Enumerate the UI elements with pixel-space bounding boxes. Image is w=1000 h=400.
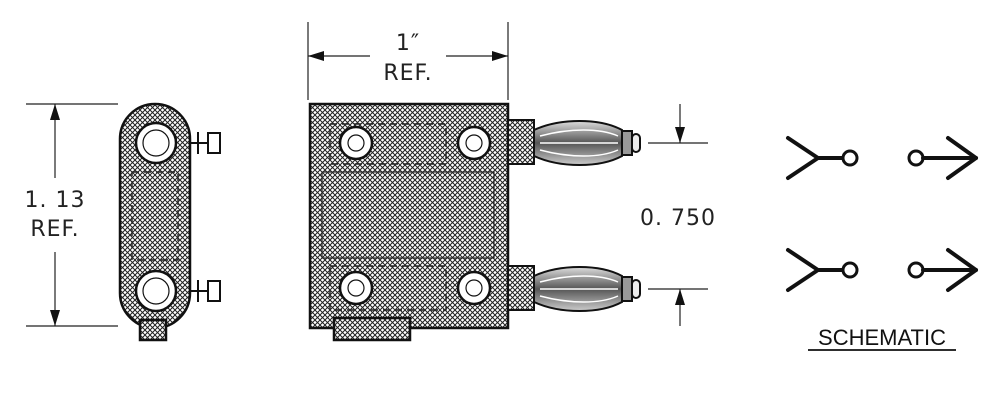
banana-plug-bottom — [507, 265, 641, 312]
side-view-hidden-outline — [131, 171, 179, 261]
front-view-hidden-bottom — [329, 265, 447, 311]
width-dimension-ref: REF. — [383, 61, 432, 86]
side-view: 1. 13 REF. — [25, 102, 221, 342]
front-view-center-panel — [321, 171, 495, 259]
height-dimension-ref: REF. — [30, 217, 79, 242]
width-dimension: 1″ REF. — [307, 22, 509, 100]
plug-symbol-top — [907, 136, 978, 180]
banana-plug-top — [507, 119, 641, 166]
front-view-tab — [332, 316, 412, 342]
schematic: SCHEMATIC — [786, 136, 978, 351]
plug-symbol-bottom — [907, 248, 978, 292]
front-view-hidden-top — [329, 123, 447, 165]
schematic-label: SCHEMATIC — [818, 325, 946, 350]
jack-symbol-top — [786, 136, 859, 180]
spacing-dimension: 0. 750 — [640, 104, 716, 326]
width-dimension-value: 1″ — [396, 31, 420, 56]
front-view: 1″ REF. — [307, 22, 716, 342]
side-view-top-pin — [190, 132, 221, 154]
jack-symbol-bottom — [786, 248, 859, 292]
side-view-bottom-pin — [190, 280, 221, 302]
height-dimension-value: 1. 13 — [25, 188, 86, 213]
height-dimension: 1. 13 REF. — [25, 103, 118, 327]
spacing-dimension-value: 0. 750 — [640, 206, 716, 231]
side-view-tab — [138, 318, 168, 342]
